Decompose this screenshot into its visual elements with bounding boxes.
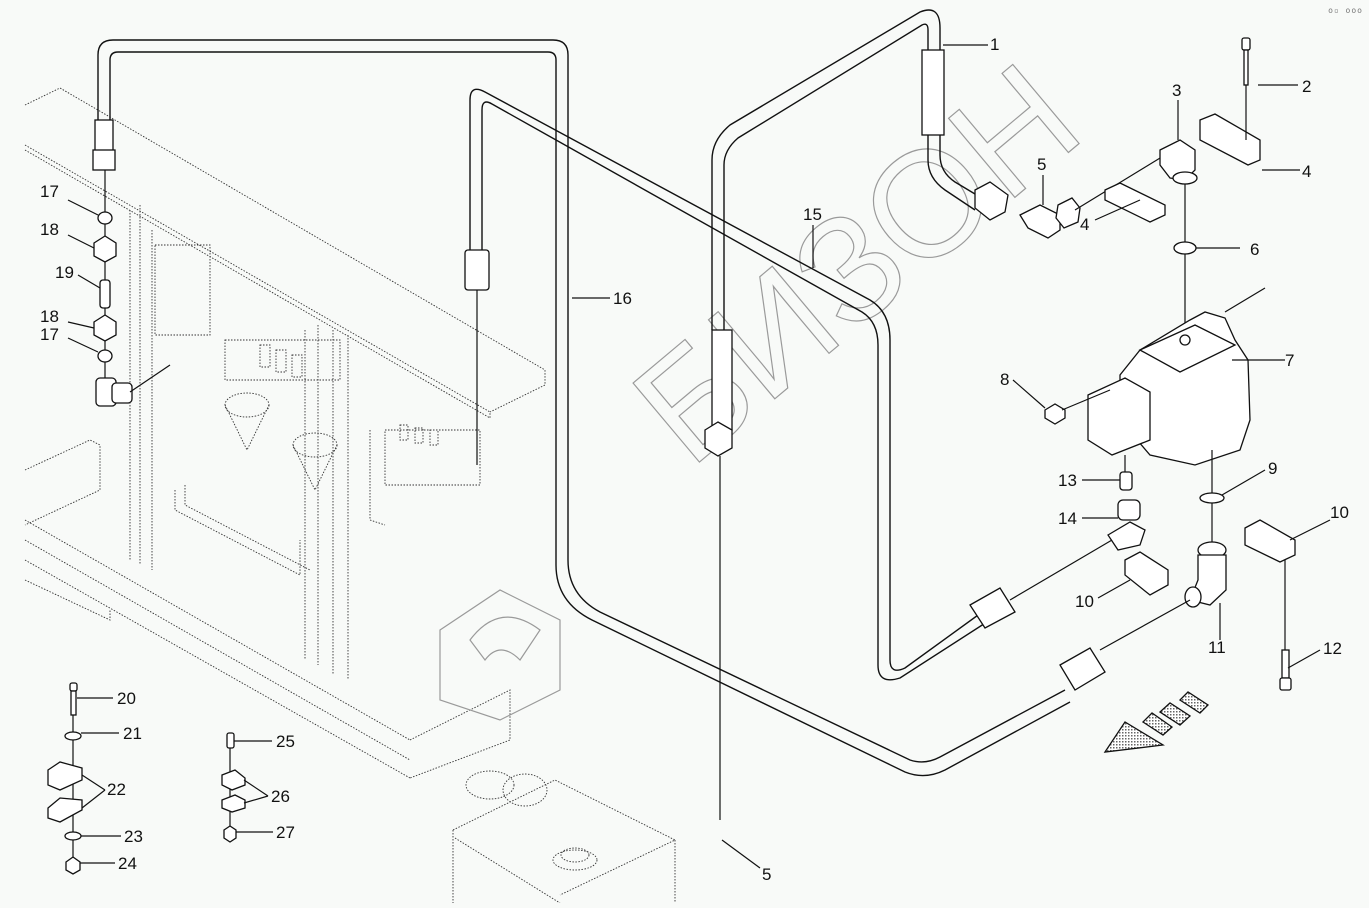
callout-8: 8 (1000, 370, 1009, 389)
callout-10-right: 10 (1330, 503, 1349, 522)
watermark-text: БИЗОН (603, 31, 1109, 494)
pipe-15 (464, 88, 1016, 681)
callout-5-upper: 5 (1037, 155, 1046, 174)
callout-2: 2 (1302, 77, 1311, 96)
callout-leaders (67, 44, 1331, 869)
callout-14: 14 (1058, 509, 1077, 528)
callout-4-lower: 4 (1080, 215, 1089, 234)
callout-25: 25 (276, 732, 295, 751)
callout-6: 6 (1250, 240, 1259, 259)
callout-9: 9 (1268, 459, 1277, 478)
callout-3: 3 (1172, 81, 1181, 100)
callout-26: 26 (271, 787, 290, 806)
fittings-lower-right (1009, 471, 1296, 691)
callout-27: 27 (276, 823, 295, 842)
clamp-kits (47, 682, 246, 875)
callout-17-upper: 17 (40, 182, 59, 201)
callout-17-lower: 17 (40, 325, 59, 344)
callout-18-upper: 18 (40, 220, 59, 239)
callout-1: 1 (990, 35, 999, 54)
callout-7: 7 (1285, 351, 1294, 370)
callout-13: 13 (1058, 471, 1077, 490)
pipe-1 (704, 9, 1009, 820)
callout-12: 12 (1323, 639, 1342, 658)
callout-5-lower: 5 (762, 865, 771, 884)
machine-frame-ghost (24, 87, 546, 779)
fitting-stack-left (93, 170, 171, 407)
callout-18-lower: 18 (40, 307, 59, 326)
callout-16: 16 (613, 289, 632, 308)
corner-mark: o▫ ooo (1328, 6, 1363, 15)
callout-22: 22 (107, 780, 126, 799)
callout-24: 24 (118, 854, 137, 873)
callout-19: 19 (55, 263, 74, 282)
hydraulic-pump (1044, 287, 1266, 545)
callout-11: 11 (1208, 638, 1226, 657)
callout-10-left: 10 (1075, 592, 1094, 611)
callout-23: 23 (124, 827, 143, 846)
callout-21: 21 (123, 724, 142, 743)
pipe-16 (92, 39, 1106, 777)
callout-labels: 1 2 3 4 4 5 5 6 7 8 9 10 10 11 12 13 14 … (40, 35, 1349, 884)
callout-4-upper: 4 (1302, 162, 1311, 181)
hydraulic-tank-ghost (452, 770, 677, 904)
callout-15: 15 (803, 205, 822, 224)
direction-arrow (1103, 691, 1210, 753)
callout-20: 20 (117, 689, 136, 708)
